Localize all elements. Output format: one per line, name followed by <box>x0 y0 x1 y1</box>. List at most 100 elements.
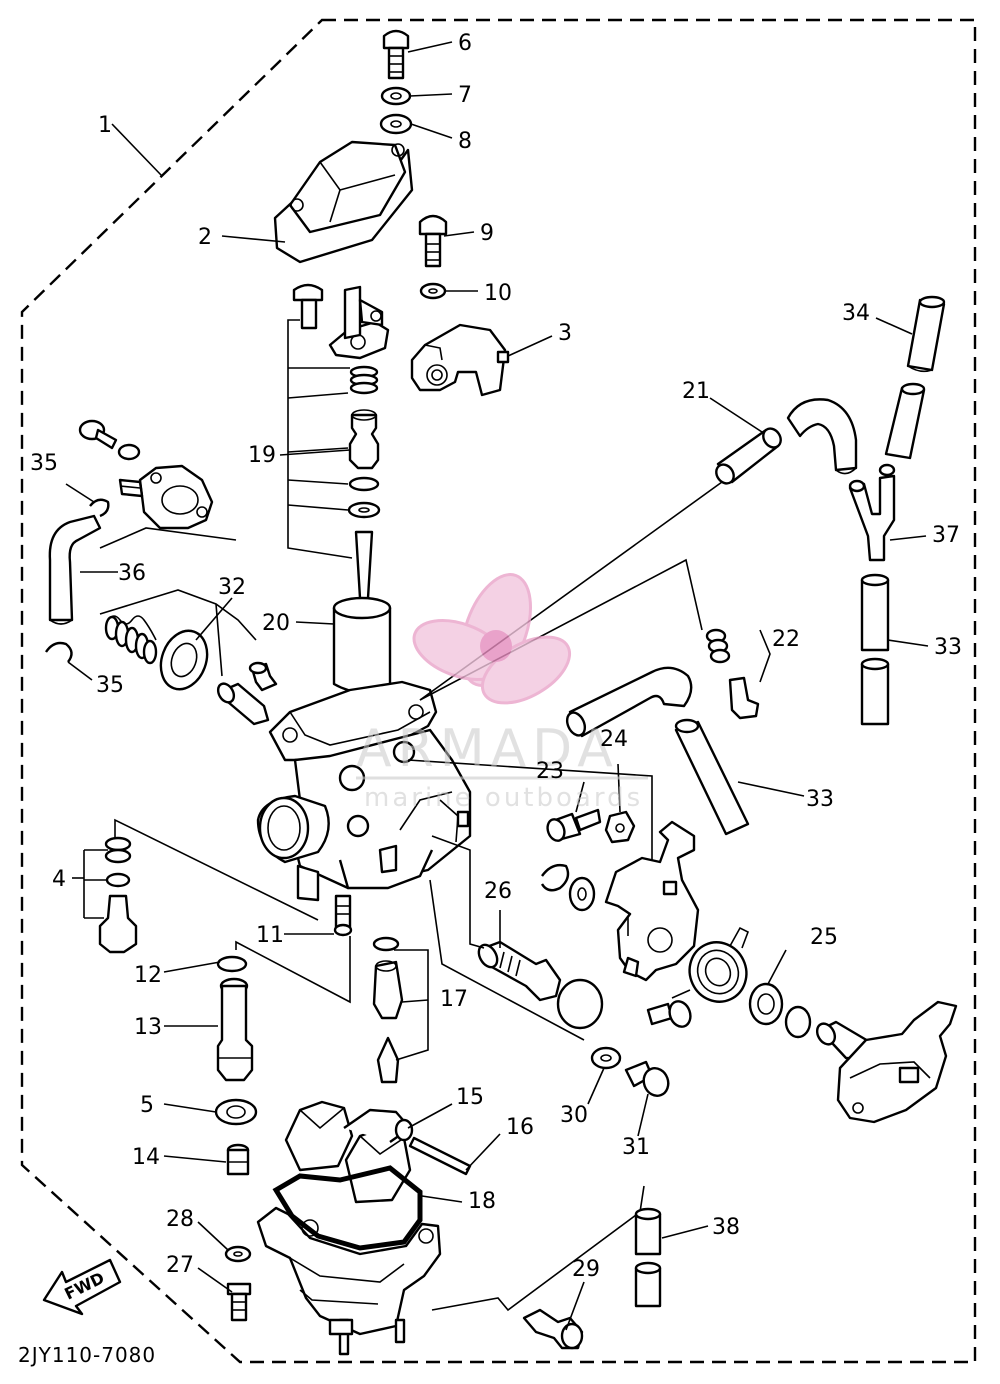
washer-25b <box>784 1005 812 1039</box>
plug-screw <box>292 283 324 330</box>
callout-12: 12 <box>134 963 162 988</box>
callout-22: 22 <box>772 627 800 652</box>
callout-6: 6 <box>458 31 472 56</box>
elbow-pipe <box>786 398 858 475</box>
washer-5 <box>214 1098 258 1126</box>
washer-26 <box>568 876 596 912</box>
callout-24: 24 <box>600 727 628 752</box>
callout-21: 21 <box>682 379 710 404</box>
callout-11: 11 <box>256 923 284 948</box>
screw-23 <box>546 808 602 842</box>
callout-numbers: 6 7 8 1 2 9 10 3 19 20 21 34 37 33 22 33… <box>30 31 962 1282</box>
drawing-code: 2JY110-7080 <box>18 1343 156 1367</box>
needle-jet-13 <box>216 977 254 1082</box>
y-connector-37 <box>848 463 896 562</box>
callout-35-top: 35 <box>30 451 58 476</box>
needle-holder-19 <box>348 409 380 470</box>
callout-37: 37 <box>932 523 960 548</box>
washer-30 <box>590 1046 622 1070</box>
callout-33-mid: 33 <box>806 787 834 812</box>
callout-38: 38 <box>712 1215 740 1240</box>
nut-24 <box>604 810 636 844</box>
screw-pump-cover <box>78 419 118 450</box>
callout-2: 2 <box>198 225 212 250</box>
pin-32 <box>248 661 278 692</box>
callout-9: 9 <box>480 221 494 246</box>
throttle-valve-20 <box>332 596 392 694</box>
float-needle-17 <box>376 1036 400 1084</box>
fwd-arrow: FWD <box>42 1258 122 1316</box>
callout-35-bottom: 35 <box>96 673 124 698</box>
spring-32 <box>104 615 158 665</box>
drain-plug-29 <box>522 1308 584 1350</box>
watermark-brand: ARMADA <box>356 719 619 779</box>
pipe-38 <box>634 1207 662 1308</box>
spring-19 <box>349 365 379 395</box>
float-chamber <box>256 1206 442 1356</box>
bracket-29 <box>431 1185 645 1312</box>
callout-32: 32 <box>218 575 246 600</box>
watermark-tagline: marine outboards <box>364 783 643 813</box>
washer-8 <box>379 113 413 135</box>
callout-33-right: 33 <box>934 635 962 660</box>
pipe-33-right <box>860 573 890 726</box>
pump-cover <box>118 464 214 530</box>
callout-15: 15 <box>456 1085 484 1110</box>
callout-18: 18 <box>468 1189 496 1214</box>
float-pin-16 <box>408 1136 472 1176</box>
clip-35 <box>89 498 110 518</box>
throttle-shaft-26 <box>477 940 604 1030</box>
carburetor-body <box>256 680 472 902</box>
throttle-pulley <box>815 1000 958 1124</box>
pipe-36 <box>48 514 102 625</box>
spring-22 <box>705 628 731 664</box>
callout-27: 27 <box>166 1253 194 1278</box>
washer-25 <box>748 982 784 1026</box>
bracket-22 <box>759 629 771 683</box>
pipe-34b <box>884 382 926 460</box>
diaphragm-32 <box>159 629 209 691</box>
bracket-4 <box>83 849 108 919</box>
screw-31 <box>624 1060 670 1097</box>
throttle-plate <box>604 820 700 982</box>
assembly-boundary <box>20 18 977 1364</box>
bracket-19 <box>287 319 353 559</box>
callout-4: 4 <box>52 867 66 892</box>
callout-31: 31 <box>622 1135 650 1160</box>
callout-14: 14 <box>132 1145 160 1170</box>
callout-13: 13 <box>134 1015 162 1040</box>
e-clip <box>540 863 570 892</box>
float-15 <box>284 1100 414 1204</box>
spring-25 <box>671 926 750 1003</box>
washer-pump <box>117 443 141 461</box>
screw-plate <box>646 1000 692 1028</box>
washer-7 <box>380 86 412 106</box>
callout-7: 7 <box>458 83 472 108</box>
valve-seat-17 <box>372 960 404 1020</box>
callout-19: 19 <box>248 443 276 468</box>
callout-26: 26 <box>484 879 512 904</box>
screw-9 <box>418 214 448 268</box>
callout-29: 29 <box>572 1257 600 1282</box>
screw-6 <box>382 29 410 80</box>
callout-20: 20 <box>262 611 290 636</box>
screw-28-washer <box>224 1245 252 1263</box>
washer-10 <box>419 282 447 300</box>
throttle-lever-3 <box>410 323 510 397</box>
bracket-pump <box>99 527 237 549</box>
callout-28: 28 <box>166 1207 194 1232</box>
callout-5: 5 <box>140 1093 154 1118</box>
clip-35-lower <box>45 641 73 663</box>
callout-3: 3 <box>558 321 572 346</box>
washer-19 <box>347 501 381 519</box>
pipe-33-mid <box>565 666 750 836</box>
pipe-34 <box>906 295 946 373</box>
jet-holder-bracket <box>328 285 390 360</box>
oring-17 <box>372 936 400 952</box>
screw-11 <box>333 894 353 937</box>
watermark-logo <box>412 573 572 705</box>
callout-36: 36 <box>118 561 146 586</box>
pipe-21 <box>715 427 782 485</box>
